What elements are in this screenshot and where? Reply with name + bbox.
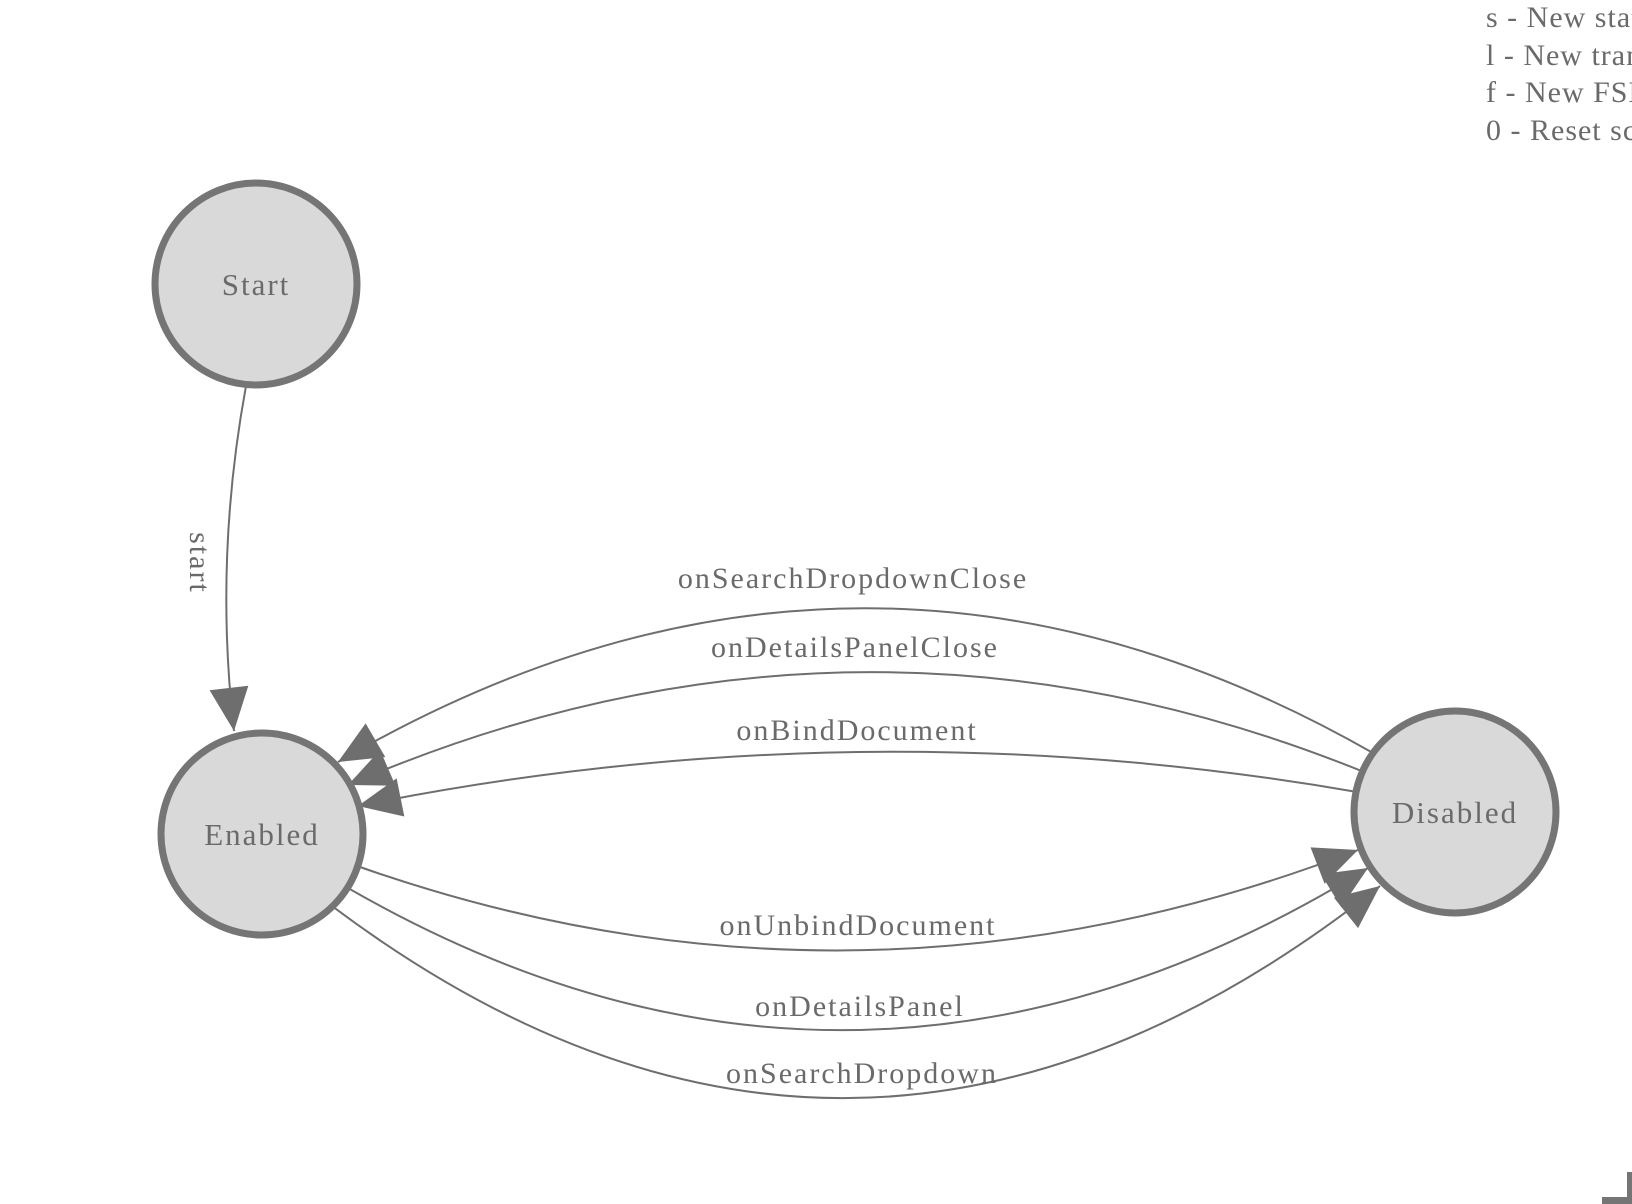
edge-label-onBindDocument: onBindDocument [736,714,977,747]
edge-label-onSearchDropdownClose: onSearchDropdownClose [678,562,1028,595]
state-label-disabled: Disabled [1392,795,1518,830]
legend-line-reset-scale: 0 - Reset scale [1486,114,1632,147]
corner-frame-horizontal-bar [1602,1197,1632,1204]
edge-label-onDetailsPanelClose: onDetailsPanelClose [711,631,999,664]
state-label-start: Start [222,267,291,302]
legend-line-new-state: s - New state [1486,1,1632,34]
edge-start[interactable] [209,385,249,732]
edge-onDetailsPanelClose[interactable] [347,671,1365,786]
legend-line-new-fsm: f - New FSM [1486,76,1632,109]
edge-label-start: start [183,532,216,594]
edge-onDetailsPanel[interactable] [347,867,1369,1032]
edge-label-onDetailsPanel: onDetailsPanel [755,990,965,1023]
edge-label-onSearchDropdown: onSearchDropdown [726,1057,998,1090]
edge-onBindDocument[interactable] [357,750,1358,817]
edge-onSearchDropdown[interactable] [331,885,1381,1099]
state-node-disabled[interactable]: Disabled [1350,707,1560,917]
state-circle-enabled[interactable] [157,729,367,939]
state-node-enabled[interactable]: Enabled [157,729,367,939]
state-label-enabled: Enabled [204,817,320,852]
state-circle-start[interactable] [151,179,361,389]
edge-label-onUnbindDocument: onUnbindDocument [720,909,997,942]
edge-onUnbindDocument[interactable] [359,847,1359,952]
canvas-corner-frame [1602,1172,1632,1204]
edge-onSearchDropdownClose[interactable] [337,607,1374,763]
state-circle-disabled[interactable] [1350,707,1560,917]
state-node-start[interactable]: Start [151,179,361,389]
transition-edges [209,385,1381,1099]
transition-labels: start onSearchDropdownClose onDetailsPan… [183,532,1028,1090]
corner-frame-vertical-bar [1627,1172,1632,1204]
legend-line-new-transition: l - New transition [1486,39,1632,72]
shortcut-legend: s - New state l - New transition f - New… [1486,1,1632,147]
